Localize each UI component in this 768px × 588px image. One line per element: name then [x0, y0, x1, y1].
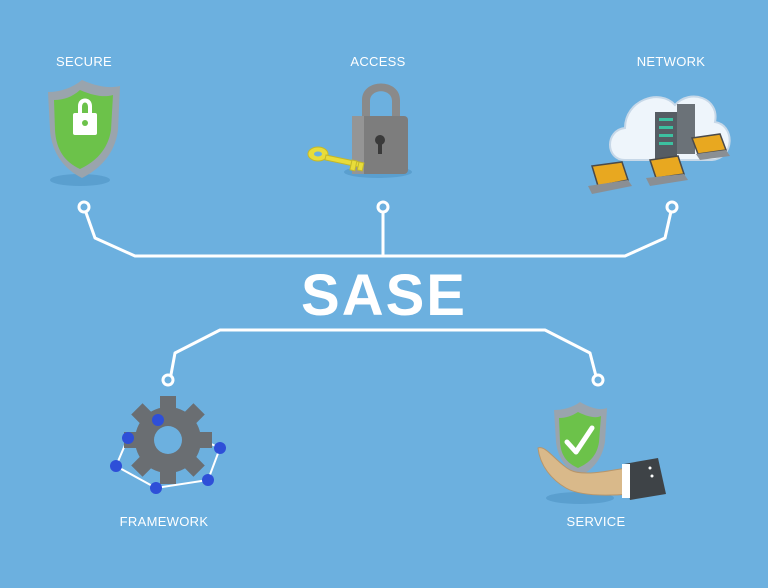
label-secure: SECURE	[56, 54, 112, 69]
connector-top	[82, 206, 674, 258]
connector-lines	[82, 206, 674, 381]
label-network: NETWORK	[636, 54, 706, 69]
node-access	[376, 200, 390, 214]
shield-lock-icon	[48, 80, 120, 186]
label-access: ACCESS	[350, 54, 406, 69]
node-network	[665, 200, 679, 214]
diagram-title: SASE	[301, 263, 467, 328]
cloud-server-laptops-icon	[588, 95, 731, 194]
label-framework: FRAMEWORK	[119, 514, 209, 529]
node-service	[591, 373, 605, 387]
hand-shield-check-icon	[537, 402, 666, 504]
connector-bottom	[168, 328, 599, 381]
connector-nodes	[77, 200, 679, 387]
gear-network-icon	[110, 396, 226, 494]
label-service: SERVICE	[566, 514, 626, 529]
padlock-key-icon	[307, 83, 412, 178]
node-secure	[77, 200, 91, 214]
node-framework	[161, 373, 175, 387]
